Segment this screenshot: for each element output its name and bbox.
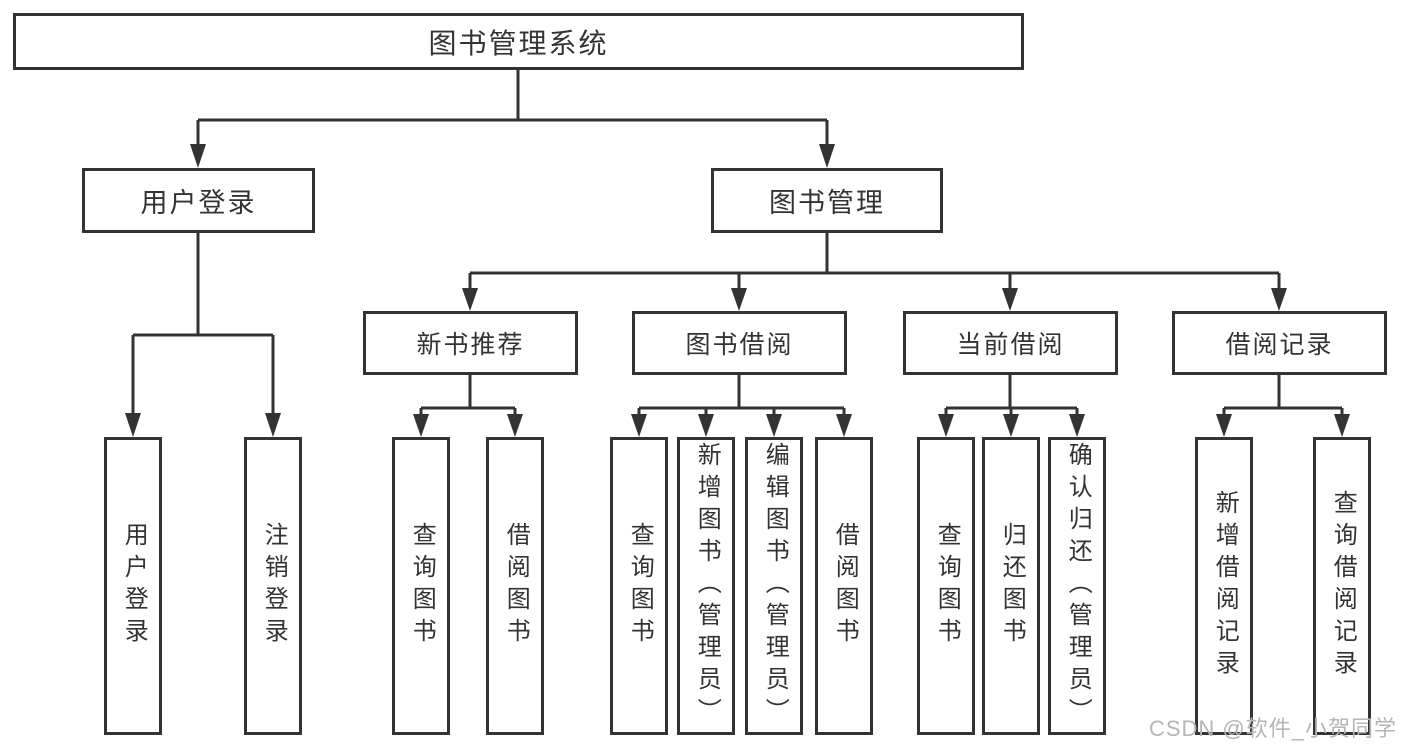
leaf-borrow-book-label: 借阅图书 <box>831 522 859 650</box>
leaf-query-book-borrow-label: 查询图书 <box>626 522 654 650</box>
leaf-add-borrow-record-label: 新增借阅记录 <box>1211 490 1239 682</box>
leaf-edit-book-admin: 编辑图书（管理员） <box>745 437 803 735</box>
leaf-query-borrow-record: 查询借阅记录 <box>1313 437 1371 735</box>
leaf-logout-label: 注销登录 <box>260 522 288 650</box>
node-borrow-records: 借阅记录 <box>1172 311 1387 375</box>
leaf-query-borrow-record-label: 查询借阅记录 <box>1329 490 1357 682</box>
watermark: CSDN @软件_小贺同学 <box>1148 716 1397 741</box>
leaf-borrow-book-recommend-label: 借阅图书 <box>502 522 530 650</box>
node-root-label: 图书管理系统 <box>428 27 609 59</box>
node-new-book-recommend: 新书推荐 <box>363 311 578 375</box>
leaf-user-login: 用户登录 <box>104 437 162 735</box>
connector-new-book-split <box>413 375 523 437</box>
node-current-borrow-label: 当前借阅 <box>956 331 1065 359</box>
leaf-query-book-recommend: 查询图书 <box>392 437 450 735</box>
node-book-management: 图书管理 <box>711 168 943 233</box>
leaf-return-book: 归还图书 <box>982 437 1040 735</box>
node-borrow-records-label: 借阅记录 <box>1225 331 1334 359</box>
leaf-user-login-label: 用户登录 <box>120 522 148 650</box>
leaf-add-book-admin: 新增图书（管理员） <box>677 437 735 735</box>
node-user-login-label: 用户登录 <box>140 188 257 218</box>
connector-book-borrow-split <box>631 375 852 437</box>
connector-root-split <box>190 70 835 168</box>
leaf-query-book-recommend-label: 查询图书 <box>408 522 436 650</box>
leaf-add-borrow-record: 新增借阅记录 <box>1195 437 1253 735</box>
leaf-query-book-borrow: 查询图书 <box>610 437 668 735</box>
leaf-confirm-return-admin: 确认归还（管理员） <box>1048 437 1106 735</box>
connector-user-login-split <box>125 233 281 437</box>
leaf-confirm-return-admin-label: 确认归还（管理员） <box>1064 442 1092 730</box>
connector-book-management-split <box>462 233 1287 311</box>
node-root: 图书管理系统 <box>13 13 1024 70</box>
node-book-borrow: 图书借阅 <box>632 311 847 375</box>
leaf-logout: 注销登录 <box>244 437 302 735</box>
node-user-login: 用户登录 <box>82 168 315 233</box>
node-book-management-label: 图书管理 <box>769 188 885 218</box>
node-book-borrow-label: 图书借阅 <box>685 331 794 359</box>
leaf-borrow-book: 借阅图书 <box>815 437 873 735</box>
connector-borrow-records-split <box>1216 375 1350 437</box>
node-current-borrow: 当前借阅 <box>903 311 1118 375</box>
connector-current-borrow-split <box>938 375 1085 437</box>
leaf-query-book-current-label: 查询图书 <box>933 522 961 650</box>
leaf-edit-book-admin-label: 编辑图书（管理员） <box>761 442 789 730</box>
leaf-return-book-label: 归还图书 <box>998 522 1026 650</box>
leaf-query-book-current: 查询图书 <box>917 437 975 735</box>
node-new-book-recommend-label: 新书推荐 <box>416 331 525 359</box>
leaf-borrow-book-recommend: 借阅图书 <box>486 437 544 735</box>
leaf-add-book-admin-label: 新增图书（管理员） <box>693 442 721 730</box>
